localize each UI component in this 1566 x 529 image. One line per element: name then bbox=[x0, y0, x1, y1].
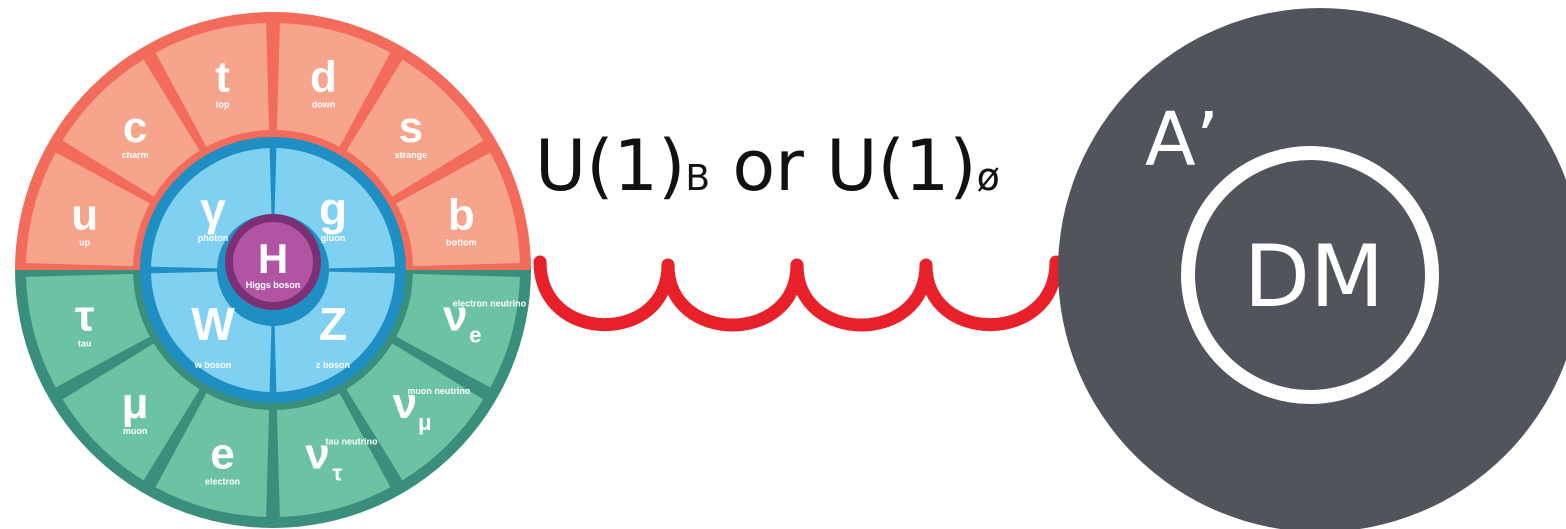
lepton-subscript-tau-neutrino: τ bbox=[333, 460, 343, 485]
quark-name-up: up bbox=[79, 238, 90, 248]
boson-symbol-z-boson: Z bbox=[319, 298, 347, 350]
boson-name-z-boson: z boson bbox=[316, 360, 350, 370]
quark-symbol-up: u bbox=[71, 191, 98, 240]
mediator-propagator bbox=[540, 262, 1056, 325]
boson-name-photon: photon bbox=[198, 233, 229, 243]
quark-symbol-down: d bbox=[310, 53, 337, 102]
u1-phi-main: U(1) bbox=[826, 125, 976, 207]
dark-sector: A’ DM bbox=[1058, 8, 1566, 529]
quark-name-charm: charm bbox=[122, 150, 149, 160]
u1-b-subscript: B bbox=[685, 158, 710, 199]
lepton-subscript-electron-neutrino: e bbox=[469, 322, 481, 347]
quark-symbol-top: t bbox=[215, 53, 230, 102]
boson-name-gluon: gluon bbox=[321, 233, 346, 243]
mediator-label: U(1)B or U(1)ø bbox=[535, 125, 1000, 207]
lepton-subscript-muon-neutrino: μ bbox=[418, 410, 431, 435]
lepton-symbol-electron: e bbox=[210, 429, 234, 478]
dark-photon-label: A’ bbox=[1145, 97, 1219, 183]
lepton-name-muon: muon bbox=[123, 426, 148, 436]
dm-label: DM bbox=[1244, 227, 1384, 327]
u1-b-main: U(1) bbox=[535, 125, 685, 207]
lepton-name-electron-neutrino: electron neutrino bbox=[453, 298, 527, 308]
lepton-name-muon-neutrino: muon neutrino bbox=[407, 386, 470, 396]
or-connector: or bbox=[710, 125, 826, 207]
u1-phi-subscript: ø bbox=[977, 155, 1000, 199]
lepton-name-tau: tau bbox=[78, 338, 92, 348]
quark-name-down: down bbox=[312, 100, 336, 110]
quark-name-bottom: bottom bbox=[446, 238, 477, 248]
quark-symbol-charm: c bbox=[123, 103, 147, 152]
boson-symbol-w-boson: W bbox=[191, 298, 235, 350]
lepton-symbol-tau: τ bbox=[75, 291, 95, 340]
quark-name-strange: strange bbox=[395, 150, 428, 160]
quark-name-top: top bbox=[216, 100, 230, 110]
lepton-name-electron: electron bbox=[205, 476, 240, 486]
lepton-name-tau-neutrino: tau neutrino bbox=[325, 436, 377, 446]
boson-name-w-boson: w boson bbox=[194, 360, 232, 370]
higgs-symbol: H bbox=[258, 235, 288, 282]
higgs-name: Higgs boson bbox=[246, 280, 301, 290]
boson-symbol-photon: γ bbox=[200, 183, 226, 235]
quark-symbol-bottom: b bbox=[448, 191, 475, 240]
quark-symbol-strange: s bbox=[399, 103, 423, 152]
boson-symbol-gluon: g bbox=[319, 183, 347, 235]
lepton-symbol-muon: μ bbox=[122, 379, 149, 428]
